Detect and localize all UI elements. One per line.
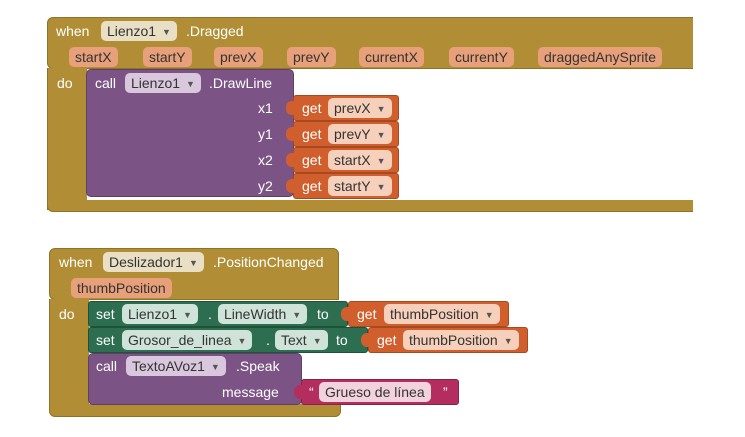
component-name: TextoAVoz1	[132, 358, 205, 374]
quote-close: ”	[443, 384, 448, 400]
to-label: to	[336, 332, 348, 348]
chevron-down-icon: ▼	[162, 27, 171, 38]
text-string-field[interactable]: Grueso de línea	[319, 382, 431, 402]
var-dropdown-prevX[interactable]: prevX ▼	[328, 98, 392, 118]
param-startX[interactable]: startX	[69, 47, 118, 67]
get-label: get	[357, 306, 377, 322]
set-property-dropdown[interactable]: LineWidth ▼	[218, 304, 308, 324]
property-name: Text	[281, 332, 307, 348]
do-label: do	[59, 306, 75, 322]
message-label: message	[222, 384, 279, 400]
param-currentX[interactable]: currentX	[359, 47, 424, 67]
quote-open: “	[309, 384, 314, 400]
speak-call-block[interactable]	[88, 353, 302, 405]
chevron-down-icon: ▼	[376, 130, 386, 141]
position-changed-do-column	[49, 299, 89, 407]
set-label: set	[96, 332, 115, 348]
var-name: thumbPosition	[409, 332, 498, 348]
event-name: .PositionChanged	[213, 254, 324, 270]
arg-label-x2: x2	[258, 152, 273, 168]
chevron-down-icon: ▼	[312, 336, 322, 347]
arg-label-y1: y1	[258, 126, 273, 142]
var-dropdown-thumbPosition[interactable]: thumbPosition ▼	[403, 330, 519, 350]
chevron-down-icon: ▼	[376, 182, 386, 193]
get-label: get	[302, 152, 322, 168]
param-currentY[interactable]: currentY	[449, 47, 514, 67]
component-name: Lienzo1	[107, 23, 157, 39]
param-prevX[interactable]: prevX	[214, 47, 263, 67]
chevron-down-icon: ▼	[376, 156, 386, 167]
to-label: to	[317, 306, 329, 322]
set-label: set	[96, 306, 115, 322]
component-name: Lienzo1	[131, 75, 181, 91]
chevron-down-icon: ▼	[210, 362, 220, 373]
component-dropdown-deslizador1[interactable]: Deslizador1 ▼	[103, 252, 204, 272]
var-dropdown-thumbPosition[interactable]: thumbPosition ▼	[384, 304, 500, 324]
param-prevY[interactable]: prevY	[287, 47, 336, 67]
chevron-down-icon: ▼	[484, 310, 494, 321]
param-draggedAnySprite[interactable]: draggedAnySprite	[538, 47, 663, 67]
chevron-down-icon: ▼	[292, 310, 302, 321]
var-name: prevX	[334, 100, 371, 116]
chevron-down-icon: ▼	[183, 310, 192, 321]
chevron-down-icon: ▼	[237, 336, 247, 347]
param-thumbPosition[interactable]: thumbPosition	[71, 278, 172, 298]
set-component-dropdown[interactable]: Grosor_de_linea ▼	[122, 330, 253, 350]
get-label: get	[302, 178, 322, 194]
position-changed-footer	[49, 404, 341, 417]
socket-notch	[294, 385, 304, 399]
call-component-dropdown[interactable]: TextoAVoz1 ▼	[126, 356, 226, 376]
event-name: .Dragged	[186, 23, 244, 39]
chevron-down-icon: ▼	[188, 258, 198, 269]
get-label: get	[302, 100, 322, 116]
method-name: .Speak	[236, 358, 280, 374]
set-component-dropdown[interactable]: Lienzo1 ▼	[122, 304, 198, 324]
call-label: call	[96, 358, 118, 374]
arg-label-x1: x1	[258, 100, 273, 116]
when-label: when	[59, 254, 93, 270]
chevron-down-icon: ▼	[503, 336, 513, 347]
arg-label-y2: y2	[258, 178, 273, 194]
dot-separator: .	[208, 306, 212, 322]
component-name: Lienzo1	[128, 306, 178, 322]
var-dropdown-prevY[interactable]: prevY ▼	[328, 124, 392, 144]
var-name: thumbPosition	[390, 306, 479, 322]
socket-notch	[286, 179, 296, 193]
component-dropdown-lienzo1[interactable]: Lienzo1 ▼	[101, 21, 177, 41]
do-label: do	[57, 75, 73, 91]
component-name: Grosor_de_linea	[128, 332, 232, 348]
chevron-down-icon: ▼	[186, 79, 195, 90]
socket-notch	[286, 153, 296, 167]
get-label: get	[302, 126, 322, 142]
dragged-event-footer	[47, 200, 693, 212]
param-startY[interactable]: startY	[143, 47, 192, 67]
get-label: get	[377, 332, 397, 348]
socket-notch	[286, 127, 296, 141]
when-label: when	[56, 23, 90, 39]
set-property-dropdown[interactable]: Text ▼	[275, 330, 328, 350]
call-component-dropdown[interactable]: Lienzo1 ▼	[125, 73, 201, 93]
var-name: startY	[334, 178, 371, 194]
var-name: startX	[334, 152, 371, 168]
dragged-event-do-column	[47, 68, 87, 210]
socket-notch	[286, 101, 296, 115]
call-label: call	[95, 75, 117, 91]
chevron-down-icon: ▼	[376, 104, 386, 115]
dot-separator: .	[266, 332, 270, 348]
socket-notch	[361, 333, 371, 347]
socket-notch	[341, 307, 351, 321]
var-dropdown-startX[interactable]: startX ▼	[328, 150, 392, 170]
component-name: Deslizador1	[109, 254, 183, 270]
method-name: .DrawLine	[209, 75, 273, 91]
property-name: LineWidth	[224, 306, 287, 322]
var-name: prevY	[334, 126, 371, 142]
var-dropdown-startY[interactable]: startY ▼	[328, 176, 392, 196]
